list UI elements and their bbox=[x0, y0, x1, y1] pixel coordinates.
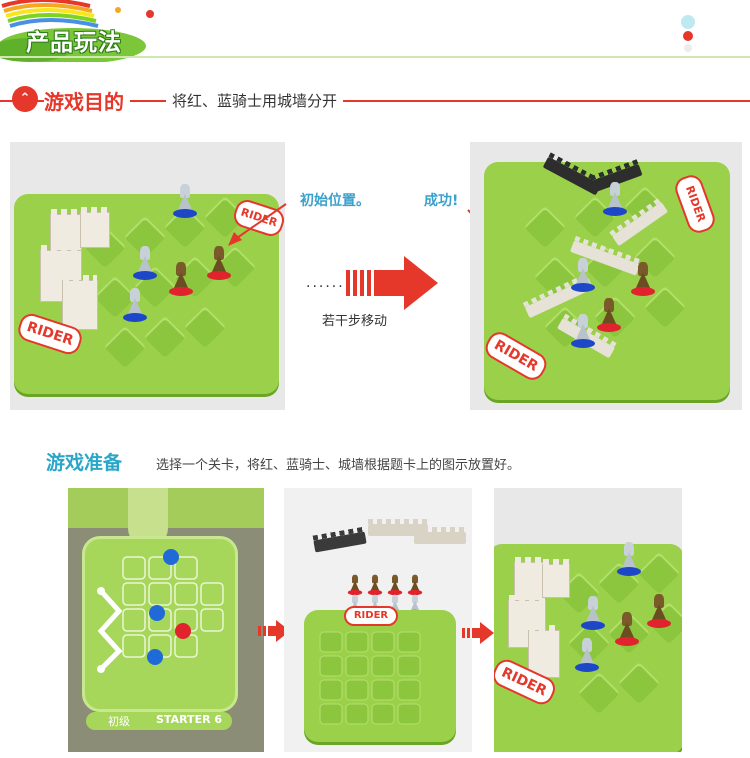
initial-position-photo: RIDER RIDER bbox=[10, 142, 285, 410]
card-level: 初级 bbox=[108, 715, 130, 728]
page-title: 产品玩法 bbox=[26, 30, 122, 56]
section2-title: 游戏准备 bbox=[46, 452, 123, 474]
blue-knight bbox=[133, 246, 157, 280]
move-caption: 若干步移动 bbox=[322, 314, 388, 329]
castle-piece bbox=[542, 559, 570, 598]
red-knight bbox=[347, 574, 363, 596]
blue-knight bbox=[571, 258, 595, 292]
red-knight bbox=[647, 594, 671, 628]
board-grid bbox=[319, 631, 421, 725]
blue-knight bbox=[575, 638, 599, 672]
right-arrow-icon bbox=[462, 622, 494, 644]
success-callout: 成功! bbox=[424, 193, 459, 209]
white-wall bbox=[368, 524, 428, 536]
blue-position-marker bbox=[163, 549, 179, 565]
section1-subtitle: 将红、蓝骑士用城墙分开 bbox=[166, 90, 344, 111]
red-knight bbox=[207, 246, 231, 280]
initial-position-callout: 初始位置。 bbox=[300, 193, 370, 209]
section1-title: 游戏目的 bbox=[44, 86, 130, 115]
section1-divider bbox=[0, 100, 750, 102]
blue-knight bbox=[617, 542, 641, 576]
right-arrow-icon bbox=[346, 256, 438, 310]
blue-position-marker bbox=[149, 605, 165, 621]
blue-knight bbox=[173, 184, 197, 218]
section2-subtitle: 选择一个关卡，将红、蓝骑士、城墙根据题卡上的图示放置好。 bbox=[156, 458, 521, 473]
red-position-marker bbox=[175, 623, 191, 639]
red-knight bbox=[169, 262, 193, 296]
card-grid-diagram bbox=[97, 556, 224, 673]
card-label: STARTER 6 bbox=[156, 713, 223, 726]
header-hills-decoration bbox=[0, 0, 154, 62]
red-knight bbox=[615, 612, 639, 646]
success-photo: RIDER RIDER bbox=[470, 142, 742, 410]
challenge-card bbox=[82, 536, 238, 712]
blue-knight bbox=[581, 596, 605, 630]
rider-logo: RIDER bbox=[344, 606, 398, 626]
pointer-arrow bbox=[228, 203, 287, 246]
black-wall bbox=[313, 531, 367, 553]
blue-knight bbox=[571, 314, 595, 348]
red-knight bbox=[367, 574, 383, 596]
blue-knight bbox=[123, 288, 147, 322]
castle-piece bbox=[80, 207, 110, 248]
ellipsis-dots: ...... bbox=[306, 275, 345, 291]
setup-result-photo: RIDER bbox=[494, 488, 682, 752]
white-wall bbox=[414, 532, 466, 544]
blue-knight bbox=[603, 182, 627, 216]
right-arrow-icon bbox=[258, 620, 290, 642]
pieces-board-photo: RIDER bbox=[284, 488, 472, 752]
red-knight bbox=[387, 574, 403, 596]
red-knight bbox=[631, 262, 655, 296]
challenge-card-photo: 初级 STARTER 6 bbox=[68, 488, 264, 752]
header-divider bbox=[0, 56, 750, 58]
game-board: RIDER bbox=[304, 606, 456, 742]
blue-position-marker bbox=[147, 649, 163, 665]
card-label-bar: 初级 STARTER 6 bbox=[86, 712, 232, 730]
red-knight bbox=[597, 298, 621, 332]
red-knight bbox=[407, 574, 423, 596]
chevron-up-icon: ⌃ bbox=[12, 86, 38, 112]
castle-piece bbox=[62, 275, 98, 330]
dots-decoration bbox=[681, 15, 695, 52]
